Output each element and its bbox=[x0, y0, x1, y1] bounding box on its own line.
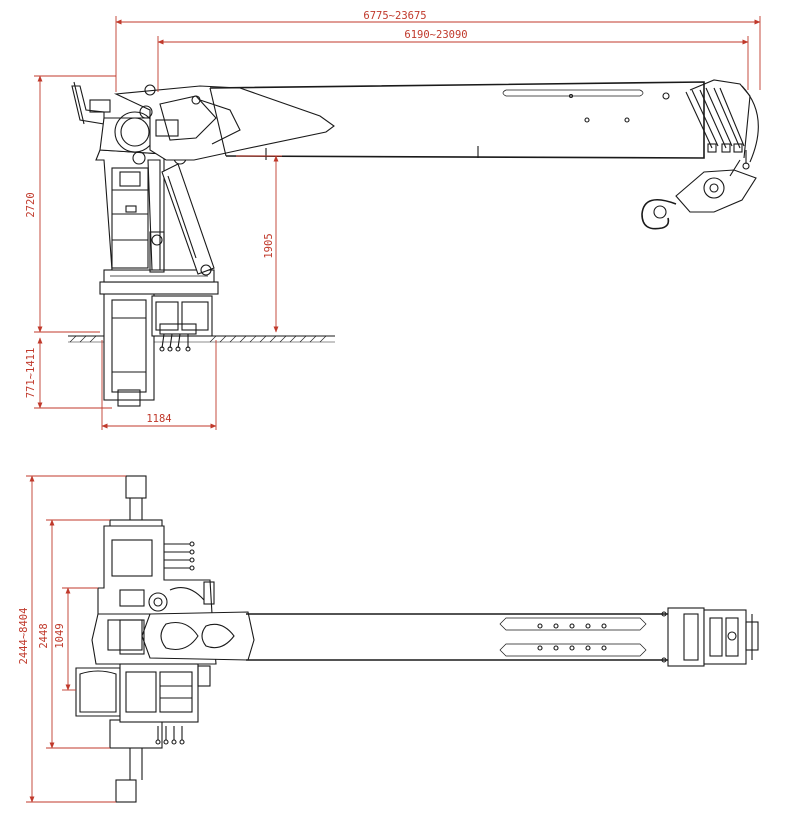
dim-outrigger-span-max: 2444~8404 bbox=[18, 475, 126, 803]
dim-height-total-label: 2720 bbox=[25, 192, 37, 217]
pedestal-lower bbox=[103, 291, 213, 407]
hose-fittings-bottom bbox=[155, 726, 185, 745]
lift-cylinder bbox=[161, 151, 215, 276]
dim-reach-boom-label: 6190~23090 bbox=[404, 29, 467, 41]
dim-below-deck: 771~1411 bbox=[25, 337, 112, 409]
dim-height-boom: 1905 bbox=[236, 155, 282, 333]
dim-column-width: 1049 bbox=[54, 587, 98, 691]
dim-outrigger-span-label: 2448 bbox=[38, 623, 50, 648]
dim-base-width: 1184 bbox=[101, 340, 217, 430]
control-valves bbox=[159, 323, 197, 352]
operator-seat bbox=[71, 81, 165, 165]
boom-head bbox=[685, 79, 759, 170]
dim-reach-total: 6775~23675 bbox=[115, 10, 761, 92]
dim-outrigger-span: 2448 bbox=[38, 519, 110, 749]
column bbox=[95, 149, 165, 273]
boom-holes bbox=[537, 623, 607, 651]
dim-outrigger-span-max-label: 2444~8404 bbox=[18, 608, 30, 665]
telescopic-boom bbox=[209, 81, 705, 160]
side-view: 6775~23675 6190~23090 2720 1905 771~1411 bbox=[25, 10, 761, 430]
outrigger-bottom bbox=[109, 719, 163, 803]
dim-column-width-label: 1049 bbox=[54, 623, 66, 648]
top-view: 2444~8404 2448 1049 bbox=[18, 475, 759, 803]
top-boom bbox=[119, 611, 668, 663]
dim-base-width-label: 1184 bbox=[146, 413, 171, 425]
top-cab bbox=[75, 663, 211, 745]
base-plate bbox=[99, 269, 219, 295]
hook-block bbox=[641, 159, 757, 230]
dim-below-deck-label: 771~1411 bbox=[25, 348, 37, 399]
hose-fittings-top bbox=[164, 541, 195, 571]
top-base-frame bbox=[97, 525, 215, 615]
dim-height-boom-label: 1905 bbox=[263, 233, 275, 258]
dim-height-total: 2720 bbox=[25, 75, 116, 333]
top-boom-head bbox=[667, 607, 759, 667]
dim-reach-total-label: 6775~23675 bbox=[363, 10, 426, 22]
dim-reach-boom: 6190~23090 bbox=[157, 29, 749, 92]
hydraulic-rams bbox=[685, 87, 745, 153]
